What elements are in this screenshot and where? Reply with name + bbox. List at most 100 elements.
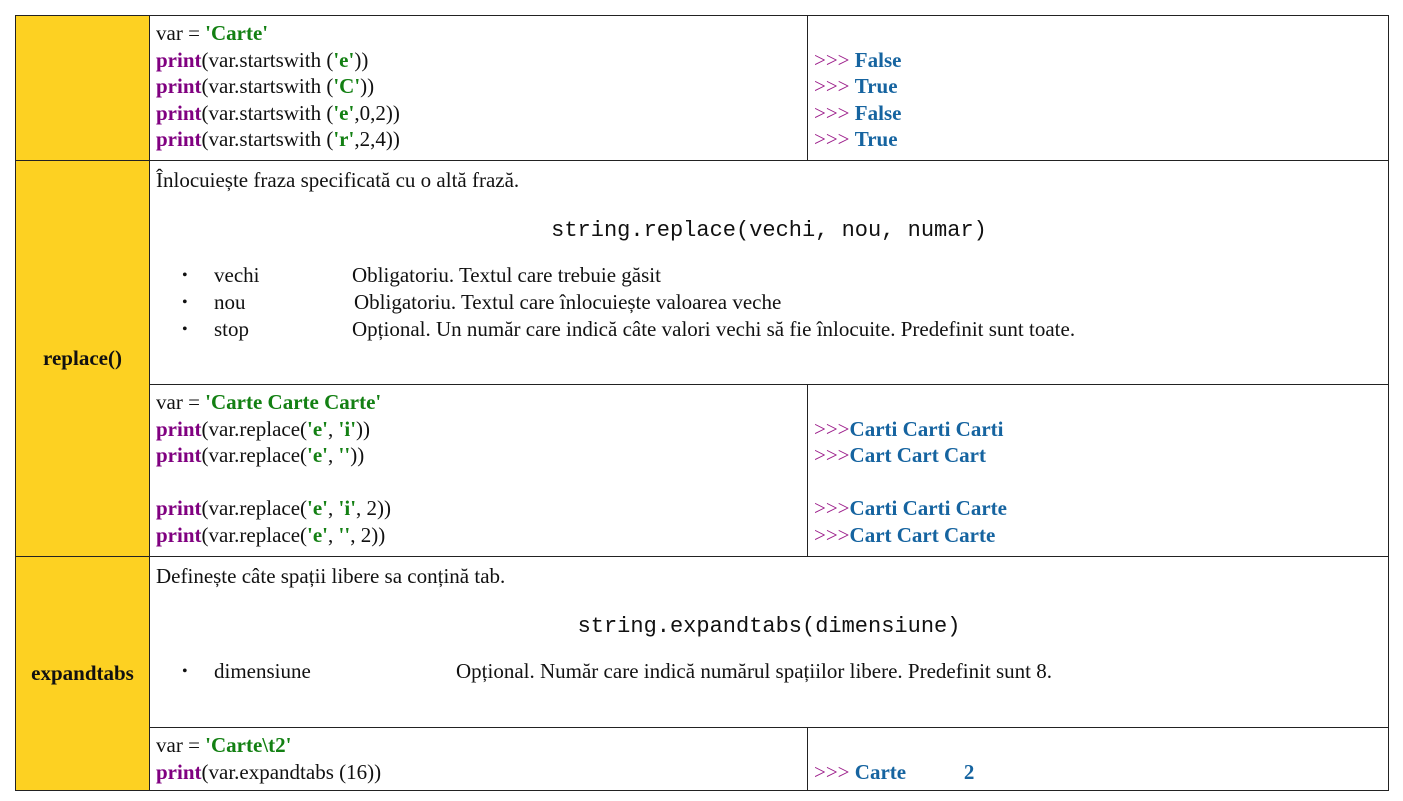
code-text: (var.startswith ( (201, 74, 334, 99)
method-syntax: string.replace(vechi, nou, numar) (551, 217, 987, 243)
bullet-icon: • (182, 663, 188, 681)
code-line (156, 469, 801, 496)
code-line: print(var.replace('e', '', 2)) (156, 522, 801, 549)
code-line: print(var.replace('e', 'i')) (156, 416, 801, 443)
bullet-icon: • (182, 294, 188, 312)
output-cell: >>>Carti Carti Carti>>>Cart Cart Cart>>>… (807, 384, 1389, 557)
code-block: var = 'Carte Carte Carte'print(var.repla… (150, 385, 807, 549)
description-cell: Definește câte spații libere sa conțină … (149, 556, 1389, 728)
code-text: ,0,2)) (354, 100, 400, 125)
output-line: >>>Carti Carti Carti (814, 416, 1382, 443)
output-line: >>>Cart Cart Cart (814, 442, 1382, 469)
code-line: print(var.replace('e', '')) (156, 442, 801, 469)
code-text: var = (156, 390, 206, 414)
code-keyword: print (156, 127, 202, 152)
code-string: 'i' (338, 416, 357, 441)
output-line (814, 469, 1382, 496)
code-string: 'e' (307, 443, 329, 468)
method-name-cell-empty (15, 15, 150, 161)
code-string: 'e' (307, 496, 329, 521)
output-block: >>>Carti Carti Carti>>>Cart Cart Cart>>>… (808, 385, 1388, 549)
description-cell: Înlocuiește fraza specificată cu o altă … (149, 160, 1389, 385)
code-text: , 2)) (356, 496, 392, 521)
method-description: Definește câte spații libere sa conțină … (156, 564, 506, 588)
code-keyword: print (156, 443, 202, 468)
code-text: )) (354, 47, 369, 72)
code-text: ,2,4)) (354, 127, 400, 152)
startswith-example-row: var = 'Carte'print(var.startswith ('e'))… (15, 15, 1389, 161)
code-string: 'e' (333, 100, 355, 125)
code-line: var = 'Carte\t2' (156, 732, 801, 759)
output-cell: >>> Carte 2 (807, 727, 1389, 791)
output-value: False (854, 100, 902, 125)
code-text: (var.replace( (201, 443, 308, 468)
code-text: (var.startswith ( (201, 100, 334, 125)
code-text: )) (360, 74, 375, 99)
code-string: 'e' (307, 522, 329, 547)
code-block: var = 'Carte\t2'print(var.expandtabs (16… (150, 728, 807, 785)
parameter-name: stop (214, 317, 250, 342)
code-text: var = (156, 21, 206, 45)
output-line: >>> True (814, 126, 1382, 153)
code-keyword: print (156, 100, 202, 125)
output-value: Carte 2 (854, 759, 975, 784)
methods-table: var = 'Carte'print(var.startswith ('e'))… (15, 15, 1389, 791)
code-string: 'e' (333, 47, 355, 72)
code-cell: var = 'Carte'print(var.startswith ('e'))… (149, 15, 808, 161)
code-string: 'C' (333, 74, 361, 99)
code-text: )) (350, 443, 365, 468)
code-text: (var.expandtabs (16)) (201, 759, 382, 784)
output-prompt: >>> (814, 522, 850, 547)
method-name-expandtabs: expandtabs (15, 556, 150, 791)
parameter-description: Obligatoriu. Textul care înlocuiește val… (354, 290, 782, 315)
output-prompt: >>> (814, 100, 855, 125)
code-keyword: print (156, 759, 202, 784)
output-block: >>> Carte 2 (808, 728, 1388, 785)
code-cell: var = 'Carte\t2'print(var.expandtabs (16… (149, 727, 808, 791)
code-string: 'i' (338, 496, 357, 521)
parameter-description: Obligatoriu. Textul care trebuie găsit (352, 263, 661, 288)
code-line: print(var.startswith ('r',2,4)) (156, 126, 801, 153)
code-line: print(var.replace('e', 'i', 2)) (156, 495, 801, 522)
code-text: )) (356, 416, 371, 441)
code-string: 'Carte Carte Carte' (205, 390, 382, 414)
output-line: >>>Carti Carti Carte (814, 495, 1382, 522)
method-name: expandtabs (31, 661, 134, 685)
code-text: , (328, 496, 339, 521)
method-syntax: string.expandtabs(dimensiune) (577, 613, 961, 639)
parameter-item: • stop Opțional. Un număr care indică câte… (182, 316, 1382, 343)
code-text: , (328, 416, 339, 441)
code-keyword: print (156, 496, 202, 521)
output-value: Cart Cart Carte (849, 522, 996, 547)
expandtabs-example-row: var = 'Carte\t2'print(var.expandtabs (16… (16, 727, 1389, 791)
code-string: 'r' (333, 127, 355, 152)
output-value: Carti Carti Carte (849, 496, 1007, 521)
code-text: , (328, 522, 339, 547)
output-line: >>> True (814, 73, 1382, 100)
code-keyword: print (156, 416, 202, 441)
code-line: print(var.startswith ('e')) (156, 47, 801, 74)
output-line (814, 20, 1382, 47)
output-line: >>>Cart Cart Carte (814, 522, 1382, 549)
code-text: (var.replace( (201, 416, 308, 441)
method-name: replace() (43, 346, 122, 370)
code-text: (var.replace( (201, 496, 308, 521)
code-keyword: print (156, 74, 202, 99)
method-name-replace: replace() (15, 160, 150, 557)
code-text: (var.replace( (201, 522, 308, 547)
output-line: >>> False (814, 100, 1382, 127)
bullet-icon: • (182, 321, 188, 339)
code-string: 'e' (307, 416, 329, 441)
output-cell: >>> False>>> True>>> False>>> True (807, 15, 1389, 161)
output-prompt: >>> (814, 443, 850, 468)
output-prompt: >>> (814, 127, 855, 152)
parameter-description: Opțional. Un număr care indică câte valo… (352, 317, 1076, 342)
output-value: Carti Carti Carti (849, 416, 1004, 441)
code-line: var = 'Carte Carte Carte' (156, 389, 801, 416)
output-value: False (854, 47, 902, 72)
output-line (814, 732, 1382, 759)
